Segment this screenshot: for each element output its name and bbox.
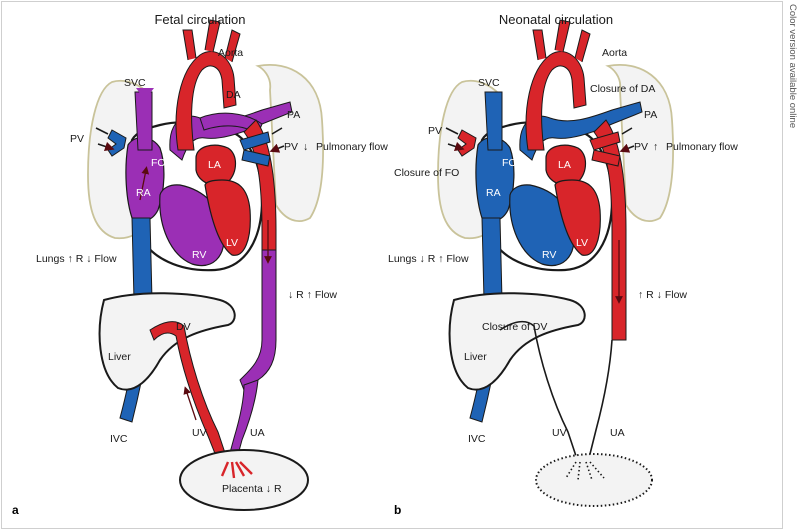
flow-arrow-uv [183,386,197,421]
label-closure-fo: Closure of FO [394,167,459,179]
aortic-arch-b [525,51,587,151]
label-ivc-b: IVC [468,433,486,445]
label-lungs: Lungs ↑ R ↓ Flow [36,253,117,265]
label-liver: Liver [108,351,131,363]
label-pv-left: PV [70,133,84,145]
descending-aorta-purple [239,249,277,391]
placenta-remnant-vessels [565,461,605,481]
label-ua: UA [250,427,265,439]
label-aorta: Aorta [218,47,243,59]
label-rv-b: RV [542,249,556,261]
label-lv-b: LV [576,237,588,249]
svc-arrow-icon [136,88,154,100]
label-svc: SVC [124,77,146,89]
label-fo-b: FO [502,157,517,169]
panel-letter-b: b [394,503,401,517]
label-placenta: Placenta ↓ R [222,483,282,495]
label-lungs-b: Lungs ↓ R ↑ Flow [388,253,469,265]
label-fo: FO [151,157,166,169]
label-da: DA [226,89,241,101]
closed-umbilical-artery [587,339,613,463]
label-pv-right-b: PV [634,141,648,153]
aortic-arch [175,51,237,151]
aorta-top-branches-b [532,19,591,63]
right-lung [255,64,324,222]
panel-neonatal: Neonatal circulation Aorta SVC Closure o… [388,12,738,517]
label-pulmonary-flow-b: Pulmonary flow [666,141,738,153]
left-ventricle [204,179,251,256]
pv-arrow-left-b-icon [445,127,460,148]
left-ventricle-b [554,179,601,256]
pulmonary-vein-right [239,131,271,167]
label-closure-dv: Closure of DV [482,321,547,333]
right-atrium [125,136,165,222]
svc-vessel [134,91,153,151]
label-pa-b: PA [644,109,657,121]
label-ra-b: RA [486,187,501,199]
panel-letter-a: a [12,503,19,517]
left-atrium [195,144,237,186]
label-lv: LV [226,237,238,249]
aorta-top-branches [182,19,241,63]
label-flow-right: ↓ R ↑ Flow [288,289,337,301]
label-liver-b: Liver [464,351,487,363]
panel-fetal: Fetal circulation Aorta SVC DA PA PV PV … [12,12,388,517]
liver-shape-b [448,292,586,391]
pv-arrow-right-b-icon [622,127,635,150]
right-lung-b [605,64,674,222]
flow-arrow-ra [139,166,150,201]
label-la: LA [208,159,221,171]
label-aorta-b: Aorta [602,47,627,59]
title-neonatal: Neonatal circulation [499,12,613,27]
label-ra: RA [136,187,151,199]
placenta-vessels [220,461,253,479]
label-pulmonary-flow: Pulmonary flow [316,141,388,153]
label-uv-b: UV [552,427,567,439]
label-uv: UV [192,427,207,439]
figure-frame [1,1,783,529]
title-fetal: Fetal circulation [154,12,245,27]
pv-arrow-left-icon [95,127,110,148]
label-flow-right-b: ↑ R ↓ Flow [638,289,687,301]
placenta [179,449,309,511]
label-la-b: LA [558,159,571,171]
label-ua-b: UA [610,427,625,439]
placenta-remnant [535,453,653,507]
label-rv: RV [192,249,206,261]
pv-arrow-right-icon [272,127,285,150]
label-ivc: IVC [110,433,128,445]
pulmonary-vein-right-b [589,131,621,167]
label-dv: DV [176,321,191,333]
label-pv-left-b: PV [428,125,442,137]
label-pa: PA [287,109,300,121]
closed-umbilical-vein [499,320,579,463]
liver-shape [98,292,236,391]
label-closure-da: Closure of DA [590,83,655,95]
label-svc-b: SVC [478,77,500,89]
pulmonary-flow-arrow: ↓ [303,141,308,153]
right-atrium-b [475,136,515,222]
svc-vessel-b [484,91,503,151]
left-atrium-b [545,144,587,186]
color-note: Color version available online [787,4,797,129]
label-pv-right: PV [284,141,298,153]
pulmonary-flow-arrow-b: ↑ [653,141,658,153]
